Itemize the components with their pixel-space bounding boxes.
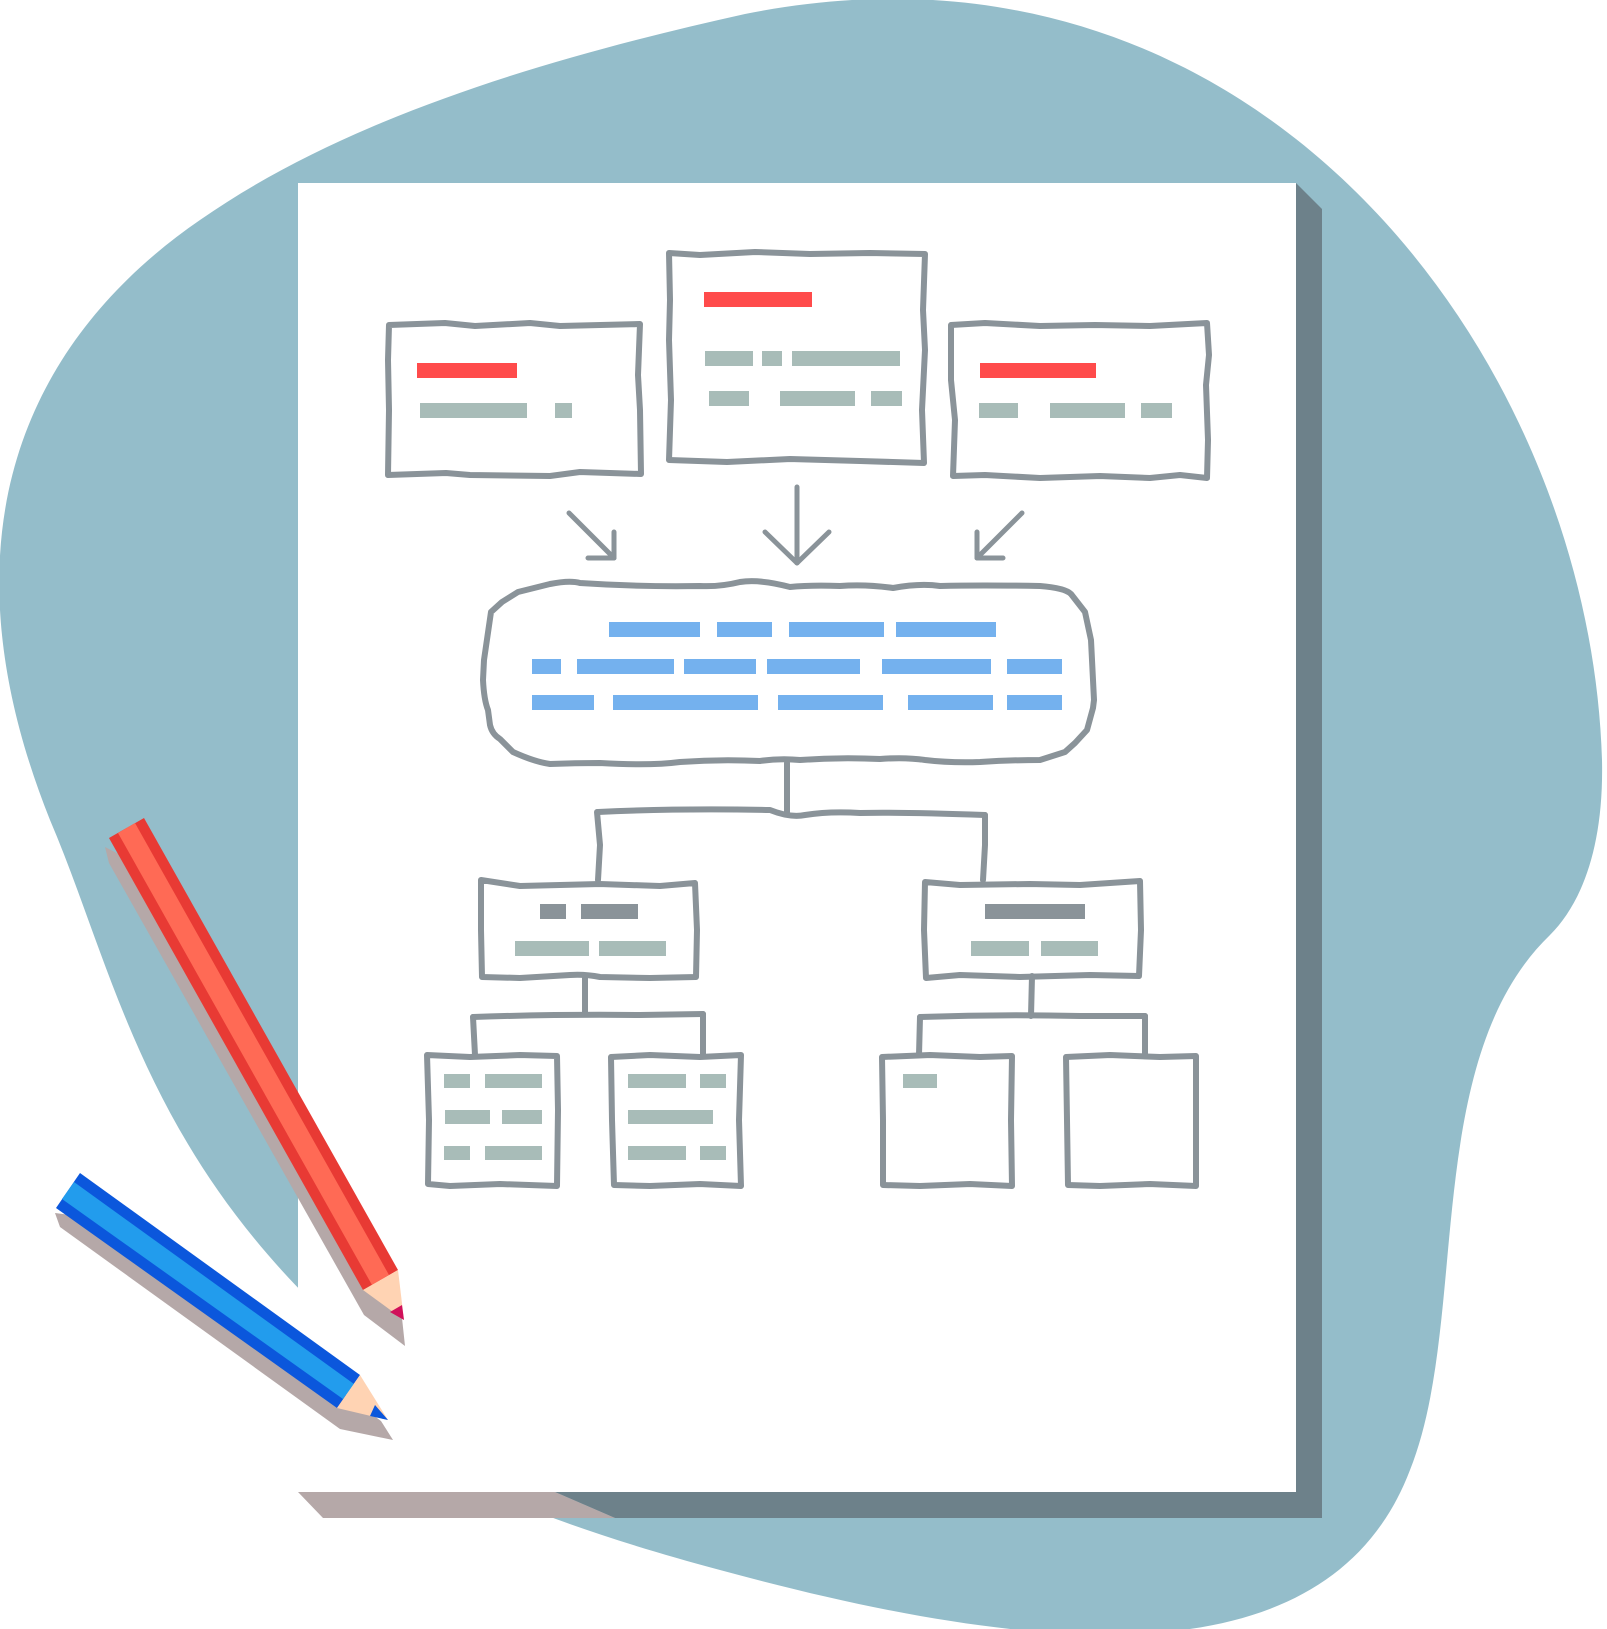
note-card-right-text-line: [979, 403, 1018, 418]
level2-box-left: [478, 877, 700, 981]
level3-box-1-text-line: [444, 1074, 470, 1088]
note-card-right: [948, 320, 1212, 481]
paper-sheet-icon: [298, 183, 1296, 1492]
level3-box-2-text-line: [700, 1146, 726, 1160]
central-process-cloud: [480, 578, 1097, 768]
level2-left-text-line: [515, 941, 589, 956]
note-card-left-text-line: [420, 403, 527, 418]
level3-box-1-text-line: [485, 1146, 542, 1160]
process-text-line: [896, 622, 996, 637]
process-text-line: [1007, 659, 1062, 674]
process-text-line: [778, 695, 883, 710]
note-card-center: [666, 249, 928, 466]
note-card-right-text-line: [1141, 403, 1172, 418]
red-pencil-icon: [105, 818, 405, 1346]
arrow-down-icon: [762, 484, 832, 566]
process-text-line: [789, 622, 884, 637]
level3-box-1: [424, 1052, 561, 1189]
note-card-right-text-line: [1050, 403, 1125, 418]
level3-box-2-text-line: [700, 1074, 726, 1088]
paper-shadow-bottom-dark: [555, 1492, 1322, 1518]
note-card-center-text-line: [780, 391, 855, 406]
paper-shadow-right: [1296, 183, 1322, 1518]
process-text-line: [717, 622, 772, 637]
note-card-center-heading: [704, 292, 812, 307]
arrow-down-right-icon: [566, 510, 617, 561]
note-card-center-text-line: [762, 351, 782, 366]
note-card-center-text-line: [792, 351, 900, 366]
level2-right-text-line: [1041, 941, 1098, 956]
connector-lines: [594, 760, 988, 883]
note-card-center-text-line: [705, 351, 753, 366]
process-text-line: [882, 659, 991, 674]
note-card-left-heading: [417, 363, 517, 378]
note-card-right-heading: [980, 363, 1096, 378]
note-card-left-text-line: [555, 403, 572, 418]
level2-box-right: [921, 878, 1144, 981]
level3-box-2-text-line: [628, 1110, 713, 1124]
process-text-line: [908, 695, 993, 710]
level3-box-1-text-line: [502, 1110, 542, 1124]
level2-left-label: [581, 904, 638, 919]
note-card-center-text-line: [709, 391, 749, 406]
process-text-line: [609, 622, 700, 637]
level3-box-1-text-line: [444, 1146, 470, 1160]
level2-left-label: [540, 904, 566, 919]
level3-box-1-text-line: [485, 1074, 542, 1088]
level3-box-4: [1063, 1052, 1199, 1189]
note-card-center-text-line: [871, 391, 902, 406]
level2-right-text-line: [971, 941, 1029, 956]
process-text-line: [767, 659, 860, 674]
process-text-line: [577, 659, 674, 674]
process-text-line: [613, 695, 758, 710]
level3-box-2: [608, 1052, 744, 1189]
level2-right-label: [985, 904, 1085, 919]
connector-lines-lower: [470, 973, 1148, 1058]
level3-box-1-text-line: [445, 1110, 490, 1124]
paper-shadow-bottom-light: [298, 1492, 615, 1518]
level3-box-3: [879, 1052, 1015, 1189]
blue-pencil-icon: [55, 1173, 393, 1440]
level3-box-3-text-line: [903, 1074, 937, 1088]
level2-left-text-line: [599, 941, 666, 956]
process-text-line: [532, 695, 594, 710]
process-text-line: [532, 659, 561, 674]
level3-box-2-text-line: [628, 1074, 686, 1088]
level3-box-2-text-line: [628, 1146, 686, 1160]
arrow-down-left-icon: [974, 510, 1025, 561]
process-text-line: [684, 659, 756, 674]
note-card-left: [385, 320, 644, 479]
process-text-line: [1007, 695, 1062, 710]
